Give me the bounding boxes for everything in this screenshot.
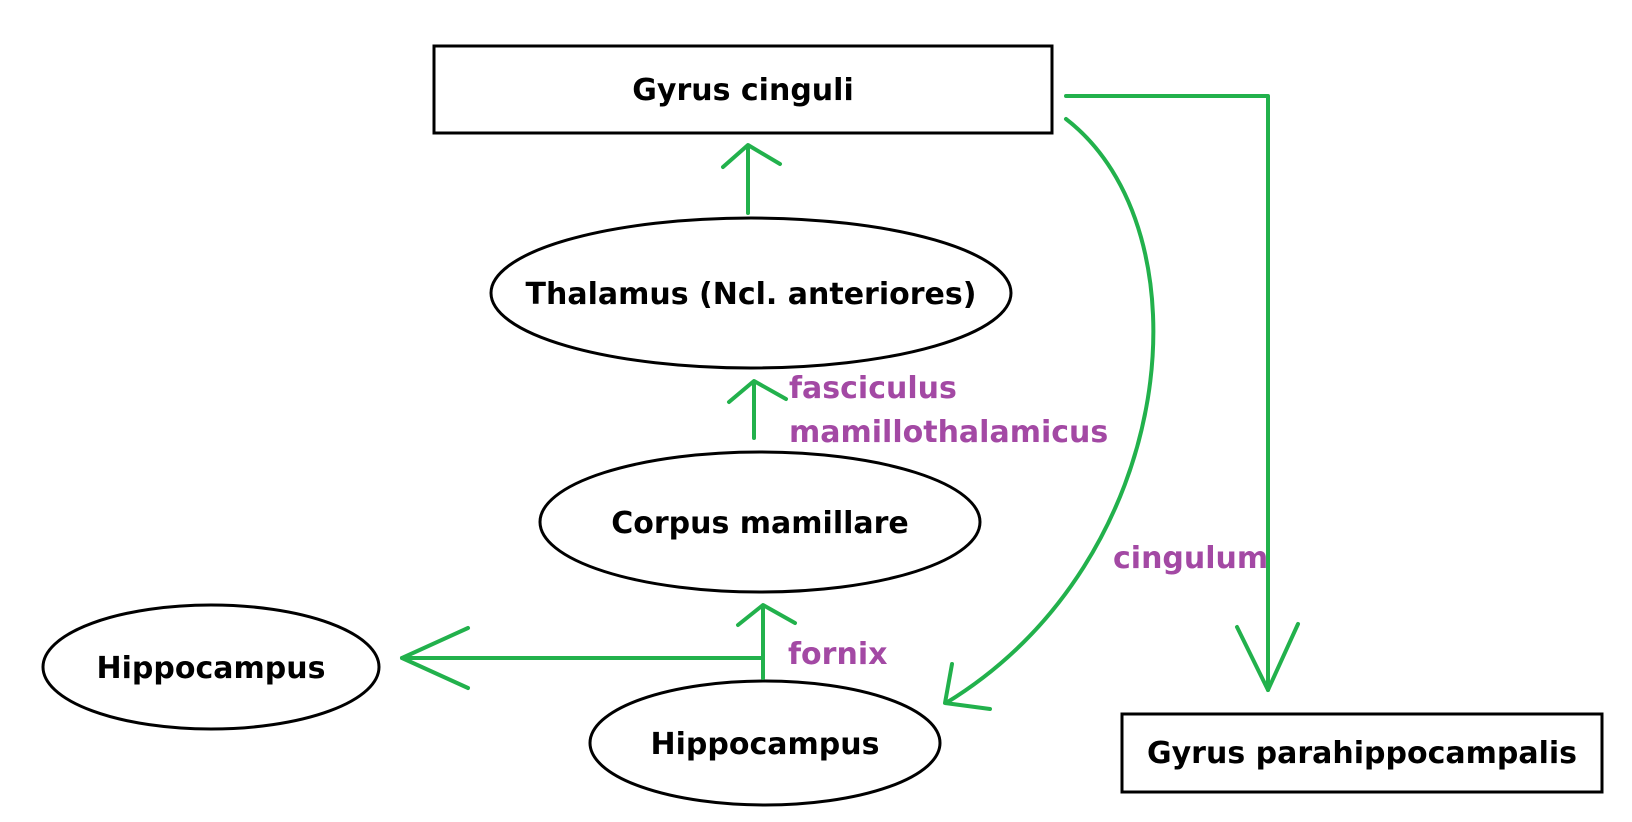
arrow-thalamus-to-gyrus-cinguli [721,143,782,215]
node-hippocampus-center: Hippocampus [588,679,942,807]
edge-label-cingulum: cingulum [1113,541,1268,576]
node-hippocampus-left-label: Hippocampus [97,651,326,686]
arrow-gyrus-cinguli-to-parahippocampalis [1064,94,1300,692]
node-gyrus-cinguli-label: Gyrus cinguli [632,73,853,108]
node-gyrus-parahippocampalis-label: Gyrus parahippocampalis [1147,736,1577,771]
node-gyrus-cinguli: Gyrus cinguli [432,44,1054,135]
edge-label-fasciculus-line1: fasciculus [789,371,957,406]
edges [400,94,1300,711]
arrow-fornix-to-corpus-mamillare [736,603,797,680]
edge-label-fornix: fornix [788,637,887,672]
node-corpus-mamillare: Corpus mamillare [538,450,982,594]
node-thalamus: Thalamus (Ncl. anteriores) [489,216,1013,370]
node-gyrus-parahippocampalis: Gyrus parahippocampalis [1120,712,1604,794]
node-hippocampus-left: Hippocampus [41,603,381,731]
arrow-corpus-mamillare-to-thalamus [727,379,788,440]
node-hippocampus-center-label: Hippocampus [651,727,880,762]
node-thalamus-label: Thalamus (Ncl. anteriores) [526,277,977,312]
edge-label-fasciculus-line2: mamillothalamicus [789,415,1108,450]
arrow-fornix-to-hippocampus-left [400,626,765,690]
arrow-cingulum [943,117,1156,711]
node-corpus-mamillare-label: Corpus mamillare [611,506,909,541]
